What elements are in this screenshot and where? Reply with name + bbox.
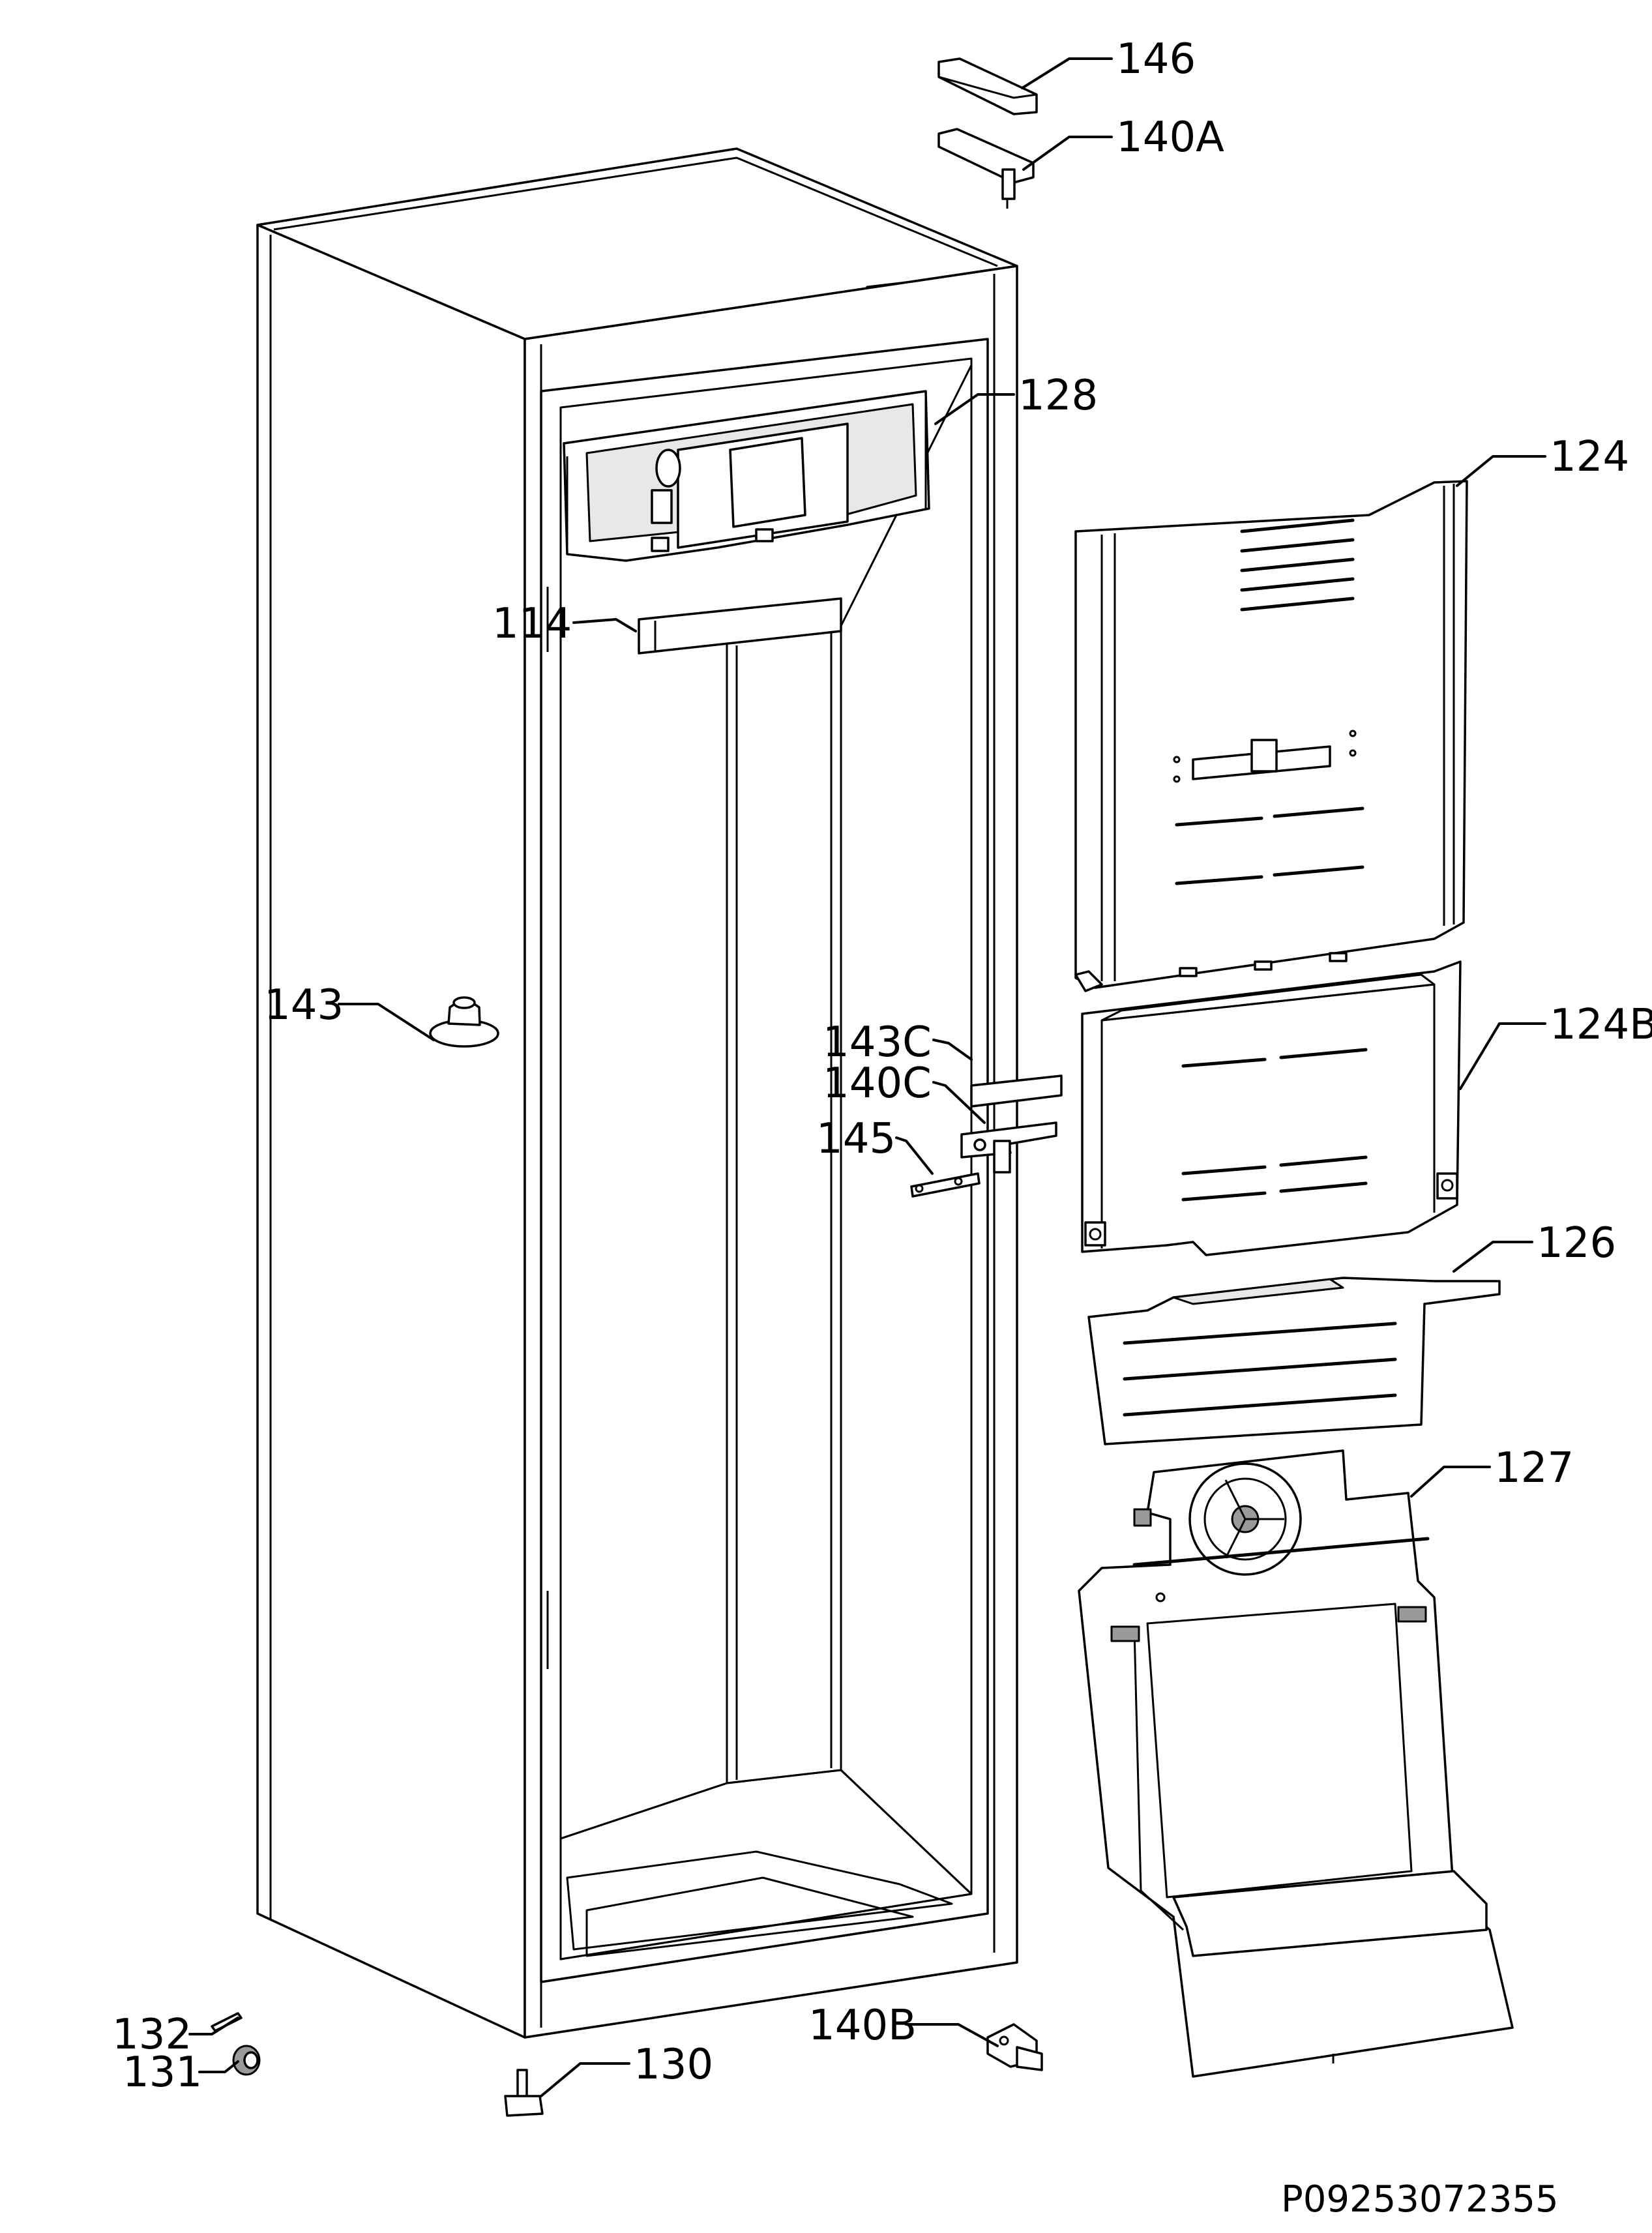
label-140A: 140A <box>1116 113 1224 162</box>
part-130-foot <box>504 2069 544 2117</box>
part-114-light-cover <box>638 597 842 655</box>
part-145-pin-plate <box>910 1172 981 1198</box>
part-127-duct-panel <box>1078 1449 1514 2078</box>
part-124-upper-panel <box>1074 480 1468 992</box>
label-124: 124 <box>1550 433 1629 481</box>
part-124B-lower-panel <box>1081 960 1462 1256</box>
label-114: 114 <box>492 600 572 648</box>
part-131-bushing <box>232 2045 261 2076</box>
label-143C: 143C <box>823 1018 932 1067</box>
label-128: 128 <box>1018 372 1098 420</box>
label-140C: 140C <box>823 1059 932 1108</box>
part-143-plug <box>429 996 499 1048</box>
label-131: 131 <box>123 2048 202 2097</box>
label-140B: 140B <box>808 2002 917 2050</box>
label-143: 143 <box>264 981 344 1029</box>
leader-lines <box>188 57 1546 2097</box>
label-132: 132 <box>112 2011 192 2059</box>
label-146: 146 <box>1116 35 1196 83</box>
diagram-code: P09253072355 <box>1281 2178 1559 2221</box>
label-127: 127 <box>1494 1444 1574 1492</box>
part-140A-top-hinge <box>937 128 1035 209</box>
label-145: 145 <box>816 1115 896 1163</box>
part-132-pin <box>211 2012 243 2032</box>
part-143C-cover <box>970 1074 1063 1108</box>
callout-labels: 146 140A 128 124 114 143 143C 140C 145 1… <box>112 35 1652 2221</box>
part-128-fan-housing <box>563 390 930 562</box>
part-126-drawer-tray <box>1087 1277 1501 1445</box>
label-130: 130 <box>634 2041 713 2089</box>
cabinet-body <box>256 147 1018 2039</box>
label-124B: 124B <box>1550 1001 1652 1049</box>
part-140C-hinge <box>960 1121 1057 1174</box>
label-126: 126 <box>1537 1219 1616 1267</box>
part-146-hinge-cover <box>937 57 1038 115</box>
part-140B-lower-hinge <box>986 2023 1043 2071</box>
